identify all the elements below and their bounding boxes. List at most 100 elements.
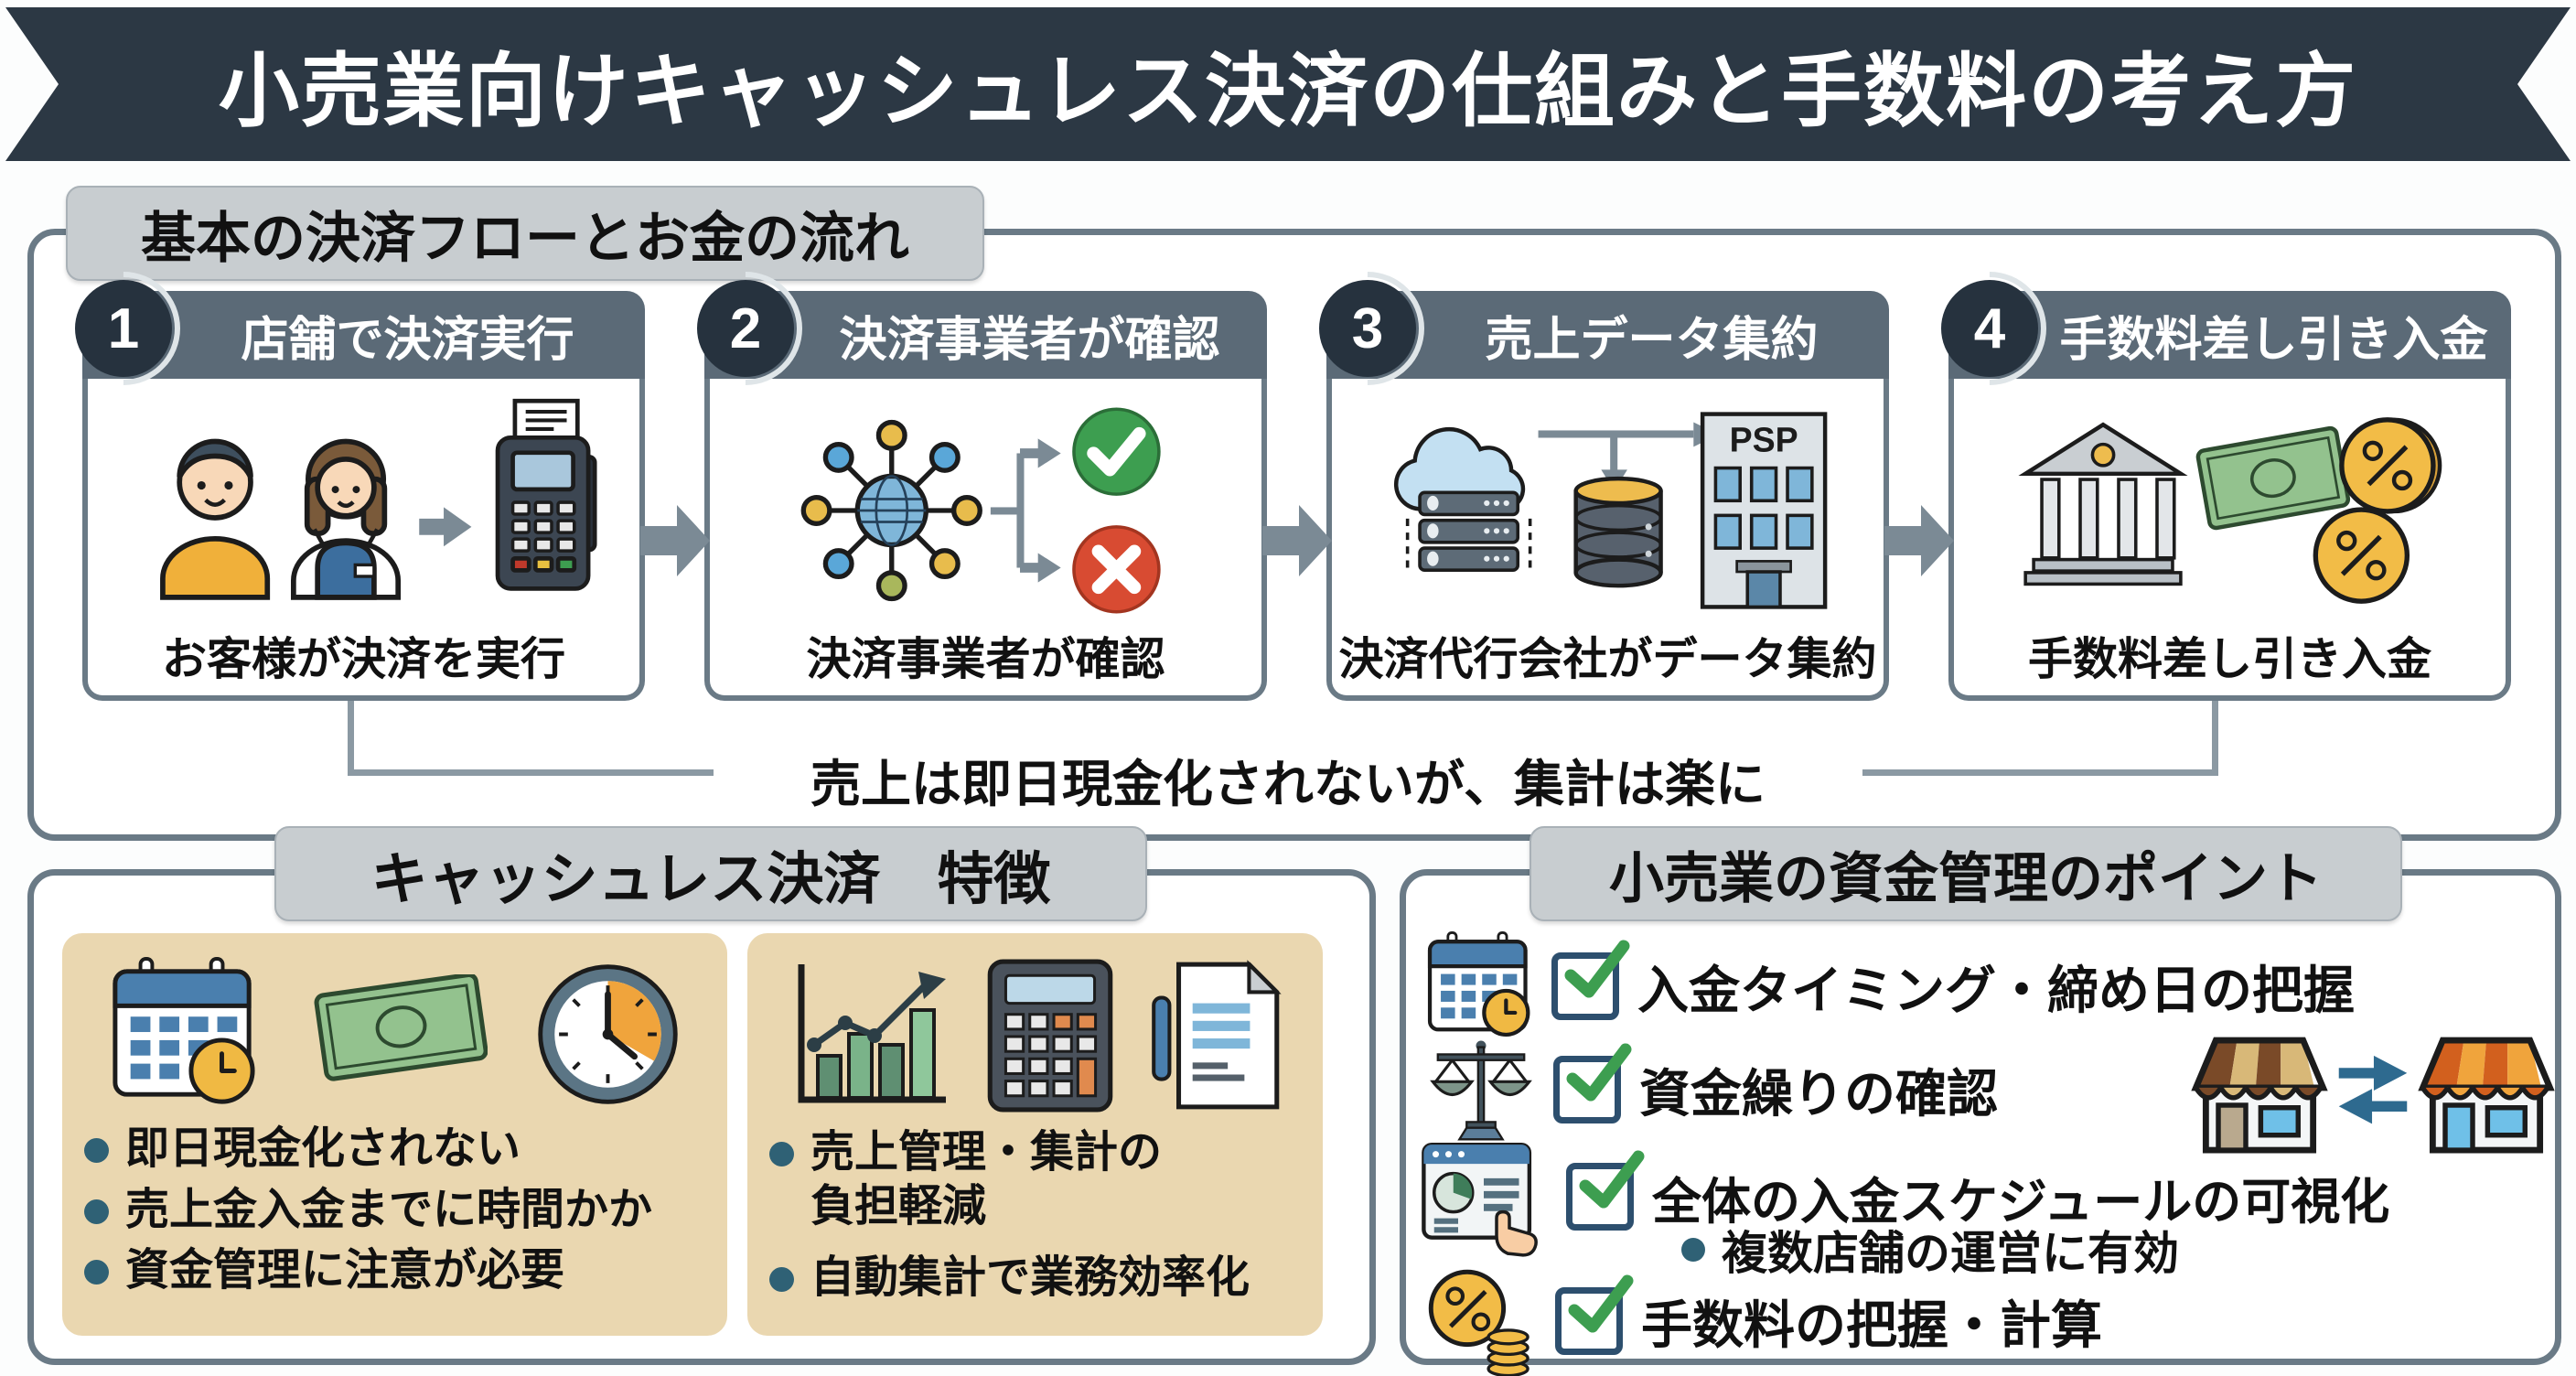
storefront-brown-icon bbox=[2191, 1037, 2328, 1154]
flow-step-2-title: 決済事業者が確認 bbox=[839, 314, 1220, 367]
pros-item-1: 売上管理・集計の bbox=[747, 1127, 1323, 1179]
bank-money-fees-icon bbox=[2018, 417, 2442, 604]
flow-step-2-caption: 決済事業者が確認 bbox=[806, 635, 1165, 684]
exchange-arrows-icon bbox=[2338, 1055, 2408, 1124]
points-item-1: 入金タイミング・締め日の把握 bbox=[1423, 931, 2355, 1041]
flow-section-header-label: 基本の決済フローとお金の流れ bbox=[141, 207, 909, 269]
step-2-number-badge: 2 bbox=[697, 280, 794, 377]
step-4-number-badge: 4 bbox=[1941, 280, 2038, 377]
features-cons-box: 即日現金化されない 売上金入金までに時間かか 資金管理に注意が必要 bbox=[62, 933, 727, 1336]
cons-icon-row bbox=[62, 933, 727, 1111]
network-check-x-icon bbox=[800, 407, 1161, 614]
flow-section-header: 基本の決済フローとお金の流れ bbox=[66, 186, 984, 281]
title-ribbon: 小売業向けキャッシュレス決済の仕組みと手数料の考え方 bbox=[5, 7, 2571, 161]
flow-step-3-title: 売上データ集約 bbox=[1485, 314, 1819, 367]
points-item-1-label: 入金タイミング・締め日の把握 bbox=[1637, 961, 2355, 1019]
pros-icon-row bbox=[747, 933, 1323, 1114]
bullet-dot bbox=[84, 1260, 109, 1285]
banknote-icon bbox=[2195, 425, 2351, 531]
step-3-number-badge: 3 bbox=[1319, 280, 1416, 377]
checkbox-checked-icon bbox=[1555, 1274, 1634, 1355]
note-connector-right-vertical bbox=[2212, 701, 2218, 776]
payout-illustration bbox=[1969, 388, 2491, 633]
bar-chart-icon bbox=[798, 964, 946, 1103]
storefront-orange-icon bbox=[2418, 1037, 2555, 1154]
report-hand-icon bbox=[1420, 1136, 1548, 1257]
calculator-icon bbox=[987, 959, 1113, 1113]
cons-item-2: 売上金入金までに時間かか bbox=[62, 1185, 727, 1237]
flow-step-1-caption: お客様が決済を実行 bbox=[161, 635, 565, 684]
points-item-3-label: 全体の入金スケジュールの可視化 bbox=[1652, 1174, 2390, 1230]
features-section-header: キャッシュレス決済 特徴 bbox=[274, 826, 1147, 921]
cloud-database-psp-icon: PSP bbox=[1394, 412, 1828, 609]
points-item-4-label: 手数料の把握・計算 bbox=[1641, 1295, 2102, 1354]
database-icon bbox=[1573, 476, 1663, 588]
bullet-dot bbox=[769, 1267, 794, 1293]
flow-step-4-body: 手数料差し引き入金 bbox=[1948, 379, 2511, 701]
flow-step-4-title: 手数料差し引き入金 bbox=[2059, 314, 2488, 367]
step-1-number-badge: 1 bbox=[75, 280, 172, 377]
flow-arrow-1-icon bbox=[640, 501, 710, 580]
points-section-header: 小売業の資金管理のポイント bbox=[1530, 826, 2402, 921]
balance-scale-icon bbox=[1427, 1036, 1535, 1144]
bullet-dot bbox=[84, 1199, 109, 1224]
flow-step-3-body: PSP 決済代行会社がデータ集約 bbox=[1326, 379, 1889, 701]
flow-step-2-card: 2 決済事業者が確認 bbox=[697, 280, 1267, 701]
cloud-servers-icon bbox=[1394, 426, 1532, 572]
flow-step-4-card: 4 手数料差し引き入金 bbox=[1941, 280, 2511, 701]
pros-item-2: 自動集計で業務効率化 bbox=[747, 1252, 1323, 1305]
pros-item-1-line2: 負担軽減 bbox=[810, 1181, 987, 1231]
note-connector-left-vertical bbox=[348, 701, 354, 776]
points-item-2: 資金繰りの確認 bbox=[1427, 1036, 1998, 1144]
flow-step-1-title: 店舗で決済実行 bbox=[241, 314, 574, 367]
flow-step-1-header: 1 店舗で決済実行 bbox=[75, 280, 645, 380]
features-section-header-label: キャッシュレス決済 特徴 bbox=[370, 848, 1051, 911]
points-item-2-label: 資金繰りの確認 bbox=[1639, 1064, 1998, 1123]
cons-item-3: 資金管理に注意が必要 bbox=[62, 1245, 727, 1297]
bullet-dot bbox=[769, 1142, 794, 1166]
points-section-header-label: 小売業の資金管理のポイント bbox=[1609, 847, 2323, 909]
features-pros-box: 売上管理・集計の 負担軽減 自動集計で業務効率化 bbox=[747, 933, 1323, 1336]
cons-item-1: 即日現金化されない bbox=[62, 1123, 727, 1176]
flow-step-1-body: お客様が決済を実行 bbox=[82, 379, 645, 701]
customer-clerk-terminal-icon bbox=[160, 398, 597, 600]
flow-note: 売上は即日現金化されないが、集計は楽に bbox=[810, 756, 1766, 812]
flow-step-3-card: 3 売上データ集約 bbox=[1319, 280, 1889, 701]
arrow-right-icon bbox=[419, 507, 472, 547]
flow-step-3-header: 3 売上データ集約 bbox=[1319, 280, 1889, 380]
multi-store-transfer-illustration bbox=[2191, 1023, 2555, 1160]
psp-label: PSP bbox=[1730, 421, 1798, 459]
flow-step-1-card: 1 店舗で決済実行 bbox=[75, 280, 645, 701]
document-icon bbox=[1152, 960, 1282, 1110]
clock-icon bbox=[537, 963, 678, 1104]
flow-step-2-header: 2 決済事業者が確認 bbox=[697, 280, 1267, 380]
bullet-dot bbox=[84, 1138, 109, 1163]
flow-step-2-body: 決済事業者が確認 bbox=[704, 379, 1267, 701]
flow-step-4-caption: 手数料差し引き入金 bbox=[2027, 635, 2431, 684]
psp-building-icon: PSP bbox=[1700, 412, 1828, 609]
points-item-3-sub-bullet: 複数店舗の運営に有効 bbox=[1681, 1217, 2179, 1283]
checkbox-checked-icon bbox=[1566, 1150, 1645, 1231]
note-connector-left-horizontal bbox=[348, 769, 714, 776]
checkbox-checked-icon bbox=[1551, 940, 1630, 1020]
approve-check-icon bbox=[1072, 407, 1161, 496]
authorization-illustration bbox=[724, 388, 1247, 633]
flow-step-4-header: 4 手数料差し引き入金 bbox=[1941, 280, 2511, 380]
points-item-3: 全体の入金スケジュールの可視化 bbox=[1420, 1136, 2389, 1257]
flow-arrow-2-icon bbox=[1262, 501, 1332, 580]
page-title: 小売業向けキャッシュレス決済の仕組みと手数料の考え方 bbox=[218, 45, 2358, 136]
store-payment-illustration bbox=[102, 388, 625, 633]
calendar-clock-icon bbox=[113, 957, 255, 1104]
calendar-clock-icon bbox=[1423, 931, 1533, 1041]
data-aggregation-illustration: PSP bbox=[1347, 388, 1869, 633]
note-connector-right-horizontal bbox=[1862, 769, 2217, 776]
bank-icon bbox=[2018, 422, 2188, 586]
flow-arrow-3-icon bbox=[1884, 501, 1954, 580]
flow-step-3-caption: 決済代行会社がデータ集約 bbox=[1338, 635, 1877, 684]
decline-x-icon bbox=[1072, 525, 1161, 614]
percent-coins-icon bbox=[1423, 1264, 1537, 1376]
banknote-icon bbox=[314, 974, 488, 1081]
points-item-4: 手数料の把握・計算 bbox=[1423, 1264, 2102, 1376]
checkbox-checked-icon bbox=[1553, 1043, 1632, 1123]
